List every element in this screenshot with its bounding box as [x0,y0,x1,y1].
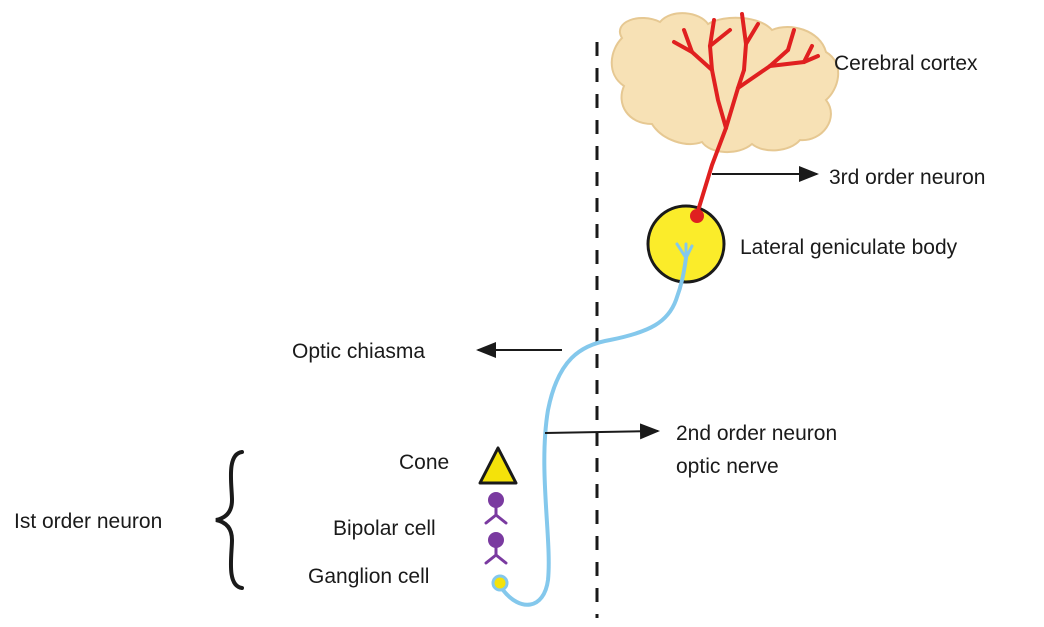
label-ganglion-cell: Ganglion cell [308,565,430,588]
label-second-order-neuron: 2nd order neuron [676,422,838,445]
third-order-neuron [672,12,820,216]
label-third-order-neuron: 3rd order neuron [829,166,986,189]
second-order-neuron-path [501,256,688,607]
label-cone: Cone [399,451,450,474]
cone-triangle [478,446,518,485]
label-optic-nerve: optic nerve [676,455,779,478]
first-order-neuron-brace [215,450,244,590]
bipolar-cell-upper [484,492,508,525]
bipolar-cell-lower [484,532,508,565]
label-optic-chiasma: Optic chiasma [292,340,426,363]
label-first-order-neuron: Ist order neuron [14,510,163,533]
cerebral-cortex-shape [610,12,840,153]
label-bipolar-cell: Bipolar cell [333,517,436,540]
label-cerebral-cortex: Cerebral cortex [834,52,978,75]
label-lateral-geniculate-body: Lateral geniculate body [740,236,958,259]
second-order-neuron-arrow [544,423,660,440]
ganglion-cell-circle [491,574,509,592]
third-order-neuron-soma [690,209,704,223]
second-order-neuron-terminal [675,242,694,260]
